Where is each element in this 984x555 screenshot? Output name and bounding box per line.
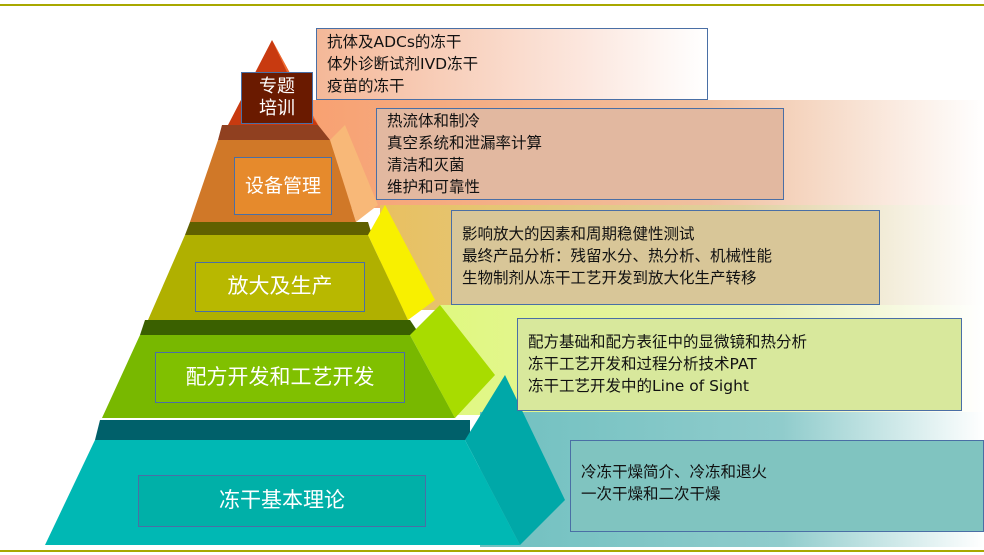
description-item: 最终产品分析：残留水分、热分析、机械性能 [462,247,773,265]
tier-5-side [465,375,565,545]
description-item: 一次干燥和二次干燥 [581,485,721,503]
description-item: 冷冻干燥简介、冷冻和退火 [581,463,768,481]
description-item: 维护和可靠性 [387,178,481,196]
description-item: 配方基础和配方表征中的显微镜和热分析 [528,333,808,351]
description-item: 影响放大的因素和周期稳健性测试 [462,225,695,243]
tier-3-side [368,205,435,320]
tier-5-top [95,420,470,440]
description-item: 冻干工艺开发和过程分析技术PAT [528,355,757,373]
description-item: 热流体和制冷 [387,112,481,130]
tier-3-label: 放大及生产 [195,262,365,312]
description-item: 冻干工艺开发中的Line of Sight [528,377,749,395]
tier-1-label-line: 培训 [259,98,295,119]
tier-2-top [218,125,330,140]
description-item: 真空系统和泄漏率计算 [387,134,543,152]
tier-4-label: 配方开发和工艺开发 [155,352,405,403]
tier-1-label: 专题 培训 [241,72,313,124]
description-item: 疫苗的冻干 [327,77,405,95]
tier-4-side [410,305,495,418]
tier-2-side [330,125,378,222]
description-item: 生物制剂从冻干工艺开发到放大化生产转移 [462,269,757,287]
top-rule [0,4,984,6]
tier-5-description: 冷冻干燥简介、冷冻和退火 一次干燥和二次干燥 [570,440,984,532]
tier-5-label: 冻干基本理论 [138,475,426,527]
tier-2-label: 设备管理 [234,157,332,215]
tier-4-description: 配方基础和配方表征中的显微镜和热分析 冻干工艺开发和过程分析技术PAT 冻干工艺… [517,318,962,411]
bottom-rule [0,550,984,552]
tier-3-description: 影响放大的因素和周期稳健性测试 最终产品分析：残留水分、热分析、机械性能 生物制… [451,210,880,305]
tier-1-label-line: 专题 [259,76,295,98]
tier-2-description: 热流体和制冷 真空系统和泄漏率计算 清洁和灭菌 维护和可靠性 [376,108,784,200]
tier-3-top [185,222,372,235]
tier-1-description: 抗体及ADCs的冻干 体外诊断试剂IVD冻干 疫苗的冻干 [316,28,708,100]
description-item: 清洁和灭菌 [387,156,465,174]
description-item: 体外诊断试剂IVD冻干 [327,55,479,73]
tier-4-top [140,320,420,335]
description-item: 抗体及ADCs的冻干 [327,33,462,51]
